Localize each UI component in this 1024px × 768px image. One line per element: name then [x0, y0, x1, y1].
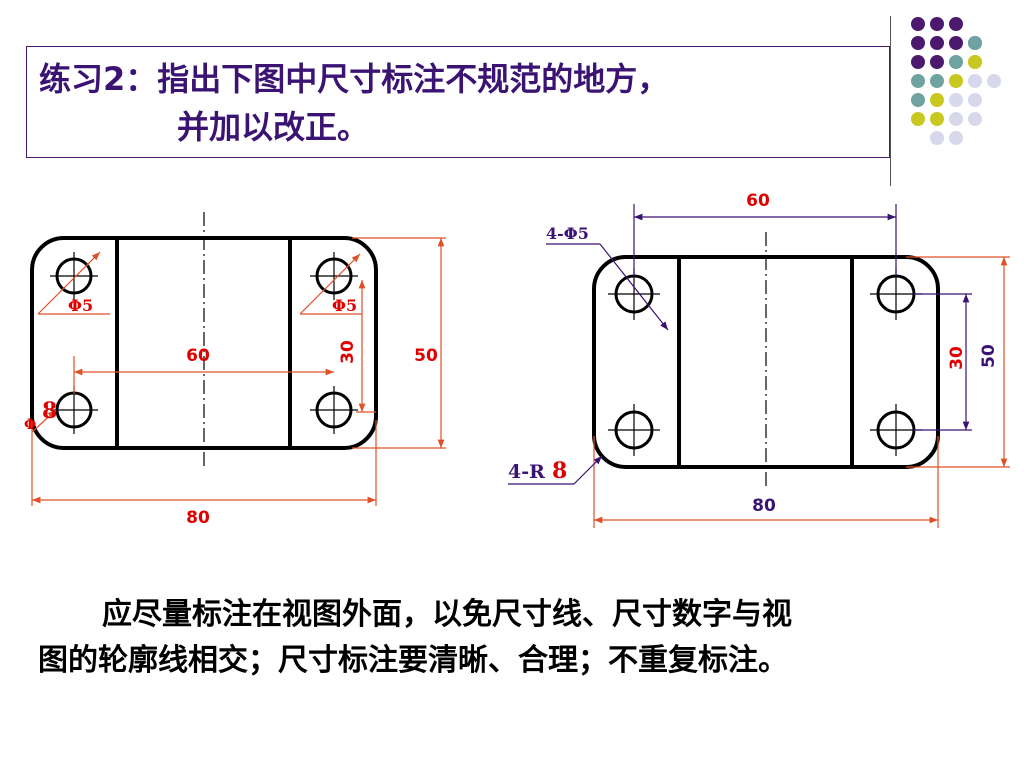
left-phi5-leader-right [299, 253, 362, 315]
right-radius-leader [508, 455, 603, 485]
right-dim-50-label: 50 [979, 344, 999, 368]
decorative-dot-grid [911, 17, 1001, 145]
left-dim-60-label: 60 [186, 346, 210, 366]
decorative-dot [911, 112, 925, 126]
decorative-dot [930, 36, 944, 50]
right-radius-value: 8 [552, 458, 567, 484]
engineering-drawings: Φ5 Φ5 60 30 50 80 Φ 8 [24, 191, 1010, 528]
page-title-continued: 并加以改正。 [177, 108, 370, 146]
decorative-dot [949, 17, 963, 31]
decorative-dot [949, 131, 963, 145]
right-radius-prefix: 4-R [508, 461, 545, 483]
decorative-dot [949, 112, 963, 126]
decorative-dot [968, 36, 982, 50]
decorative-dot [930, 112, 944, 126]
decorative-dot [968, 74, 982, 88]
decorative-dot [911, 17, 925, 31]
decorative-dot [930, 93, 944, 107]
decorative-dot [949, 55, 963, 69]
explanation-line-1: 应尽量标注在视图外面，以免尺寸线、尺寸数字与视 [102, 597, 792, 632]
left-phi5-label-left: Φ5 [68, 296, 93, 315]
right-dim-80-label: 80 [752, 496, 776, 516]
right-dim-60-label: 60 [746, 191, 770, 211]
left-dim-30-label: 30 [338, 340, 358, 364]
decorative-dot [987, 74, 1001, 88]
title-box: 练习2：指出下图中尺寸标注不规范的地方， 并加以改正。 [26, 46, 890, 158]
decorative-dot [911, 36, 925, 50]
explanation-text: 应尽量标注在视图外面，以免尺寸线、尺寸数字与视 图的轮廓线相交；尺寸标注要清晰、… [38, 592, 978, 684]
decorative-dot [968, 93, 982, 107]
decorative-dot [949, 93, 963, 107]
left-phi5-label-right: Φ5 [332, 296, 357, 315]
left-hole-top-left [50, 252, 98, 300]
left-drawing: Φ5 Φ5 60 30 50 80 Φ 8 [24, 212, 446, 528]
right-holes-label: 4-Φ5 [546, 224, 589, 243]
left-dim-50-label: 50 [414, 346, 438, 366]
decorative-dot [968, 112, 982, 126]
decorative-dot [911, 74, 925, 88]
left-radius-prefix: Φ [24, 417, 36, 433]
left-radius-value: 8 [42, 398, 57, 424]
decorative-dot [911, 93, 925, 107]
decorative-dot [949, 74, 963, 88]
left-hole-bottom-right [310, 386, 358, 434]
left-hole-top-right [310, 252, 358, 300]
right-drawing: 60 4-Φ5 30 50 80 4-R 8 [508, 191, 1010, 528]
title-vertical-rule [890, 16, 891, 186]
decorative-dot [930, 55, 944, 69]
right-holes-leader [546, 243, 669, 331]
explanation-line-2: 图的轮廓线相交；尺寸标注要清晰、合理；不重复标注。 [38, 643, 788, 678]
right-hole-bottom-left [608, 404, 660, 456]
page-title: 练习2：指出下图中尺寸标注不规范的地方， [39, 60, 670, 98]
left-dim-80-label: 80 [186, 508, 210, 528]
decorative-dot [930, 17, 944, 31]
left-radius-leader [31, 409, 57, 433]
right-dim-30-label: 30 [947, 346, 967, 370]
decorative-dot [930, 74, 944, 88]
left-phi5-leader-left [37, 251, 110, 315]
decorative-dot [968, 55, 982, 69]
decorative-dot [930, 131, 944, 145]
decorative-dot [911, 55, 925, 69]
decorative-dot [949, 36, 963, 50]
